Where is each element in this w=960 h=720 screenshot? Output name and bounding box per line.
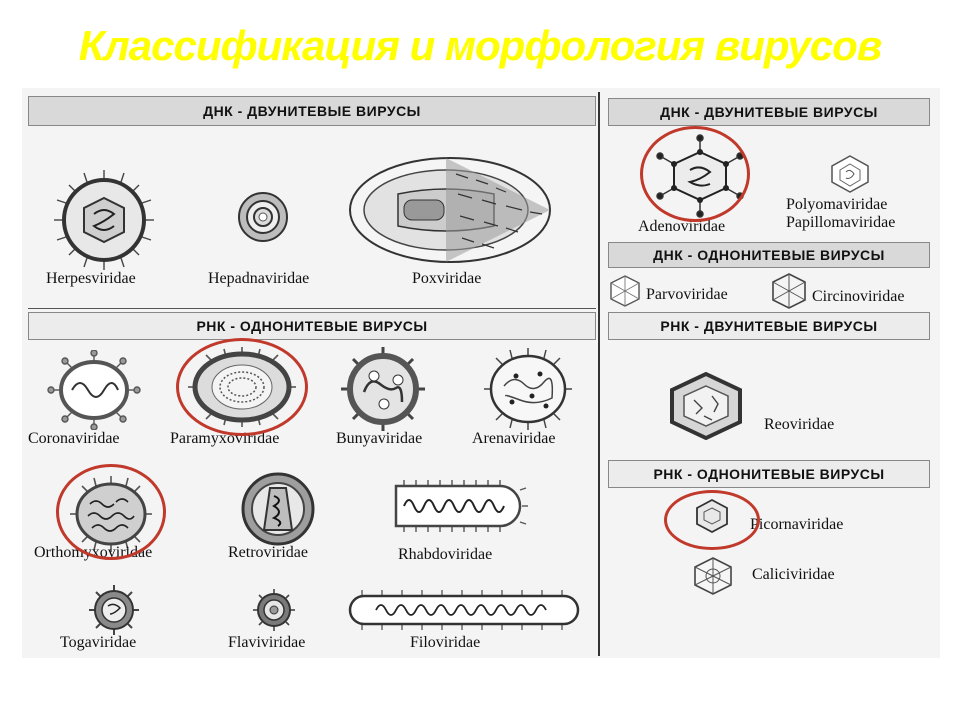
filoviridae-illustration xyxy=(348,590,580,630)
virus-name-togaviridae: Togaviridae xyxy=(60,634,137,651)
virus-name-coronaviridae: Coronaviridae xyxy=(28,430,120,447)
flaviviridae-illustration xyxy=(253,589,295,631)
bunyaviridae-illustration xyxy=(341,347,425,431)
polyomaviridae-illustration xyxy=(831,155,869,193)
poxviridae-illustration xyxy=(349,157,551,263)
virus-name-caliciviridae: Caliciviridae xyxy=(752,566,835,583)
heading-rna-single-stranded: РНК - ОДНОНИТЕВЫЕ ВИРУСЫ xyxy=(28,312,596,340)
herpesviridae-illustration xyxy=(54,170,154,270)
column-divider xyxy=(598,92,600,656)
circinoviridae-illustration xyxy=(772,273,806,309)
caliciviridae-illustration xyxy=(694,557,732,595)
virus-name-herpesviridae: Herpesviridae xyxy=(46,270,136,287)
heading-right-rna-single-stranded: РНК - ОДНОНИТЕВЫЕ ВИРУСЫ xyxy=(608,460,930,488)
section-divider xyxy=(28,308,596,309)
reoviridae-illustration xyxy=(670,372,742,440)
virus-name-filoviridae: Filoviridae xyxy=(410,634,481,651)
highlight-adenoviridae xyxy=(640,126,750,222)
virus-name-bunyaviridae: Bunyaviridae xyxy=(336,430,423,447)
virus-name-retroviridae: Retroviridae xyxy=(228,544,308,561)
virus-name-parvoviridae: Parvoviridae xyxy=(646,286,728,303)
virus-name-flaviviridae: Flaviviridae xyxy=(228,634,306,651)
heading-dna-double-stranded: ДНК - ДВУНИТЕВЫЕ ВИРУСЫ xyxy=(28,96,596,126)
rhabdoviridae-illustration xyxy=(394,480,528,532)
heading-right-dna-double-stranded: ДНК - ДВУНИТЕВЫЕ ВИРУСЫ xyxy=(608,98,930,126)
coronaviridae-illustration xyxy=(47,350,141,430)
heading-right-dna-single-stranded: ДНК - ОДНОНИТЕВЫЕ ВИРУСЫ xyxy=(608,242,930,268)
highlight-paramyxoviridae xyxy=(176,338,308,436)
virus-name-poxviridae: Poxviridae xyxy=(412,270,482,287)
virus-name-papillomaviridae: Papillomaviridae xyxy=(786,214,896,231)
virus-name-picornaviridae: Picornaviridae xyxy=(750,516,844,533)
page-title: Классификация и морфология вирусов xyxy=(78,22,882,69)
arenaviridae-illustration xyxy=(484,348,572,430)
togaviridae-illustration xyxy=(89,585,139,635)
virus-name-arenaviridae: Arenaviridae xyxy=(472,430,556,447)
retroviridae-illustration xyxy=(241,472,315,546)
virus-name-reoviridae: Reoviridae xyxy=(764,416,835,433)
heading-right-rna-double-stranded: РНК - ДВУНИТЕВЫЕ ВИРУСЫ xyxy=(608,312,930,340)
parvoviridae-illustration xyxy=(610,275,640,307)
virus-name-circinoviridae: Circinoviridae xyxy=(812,288,905,305)
virus-name-hepadnaviridae: Hepadnaviridae xyxy=(208,270,310,287)
highlight-orthomyxoviridae xyxy=(56,464,166,560)
highlight-picornaviridae xyxy=(664,490,760,550)
virus-name-adenoviridae: Adenoviridae xyxy=(638,218,726,235)
hepadnaviridae-illustration xyxy=(238,192,288,242)
virus-name-polyomaviridae: Polyomaviridae xyxy=(786,196,888,213)
virus-name-rhabdoviridae: Rhabdoviridae xyxy=(398,546,493,563)
